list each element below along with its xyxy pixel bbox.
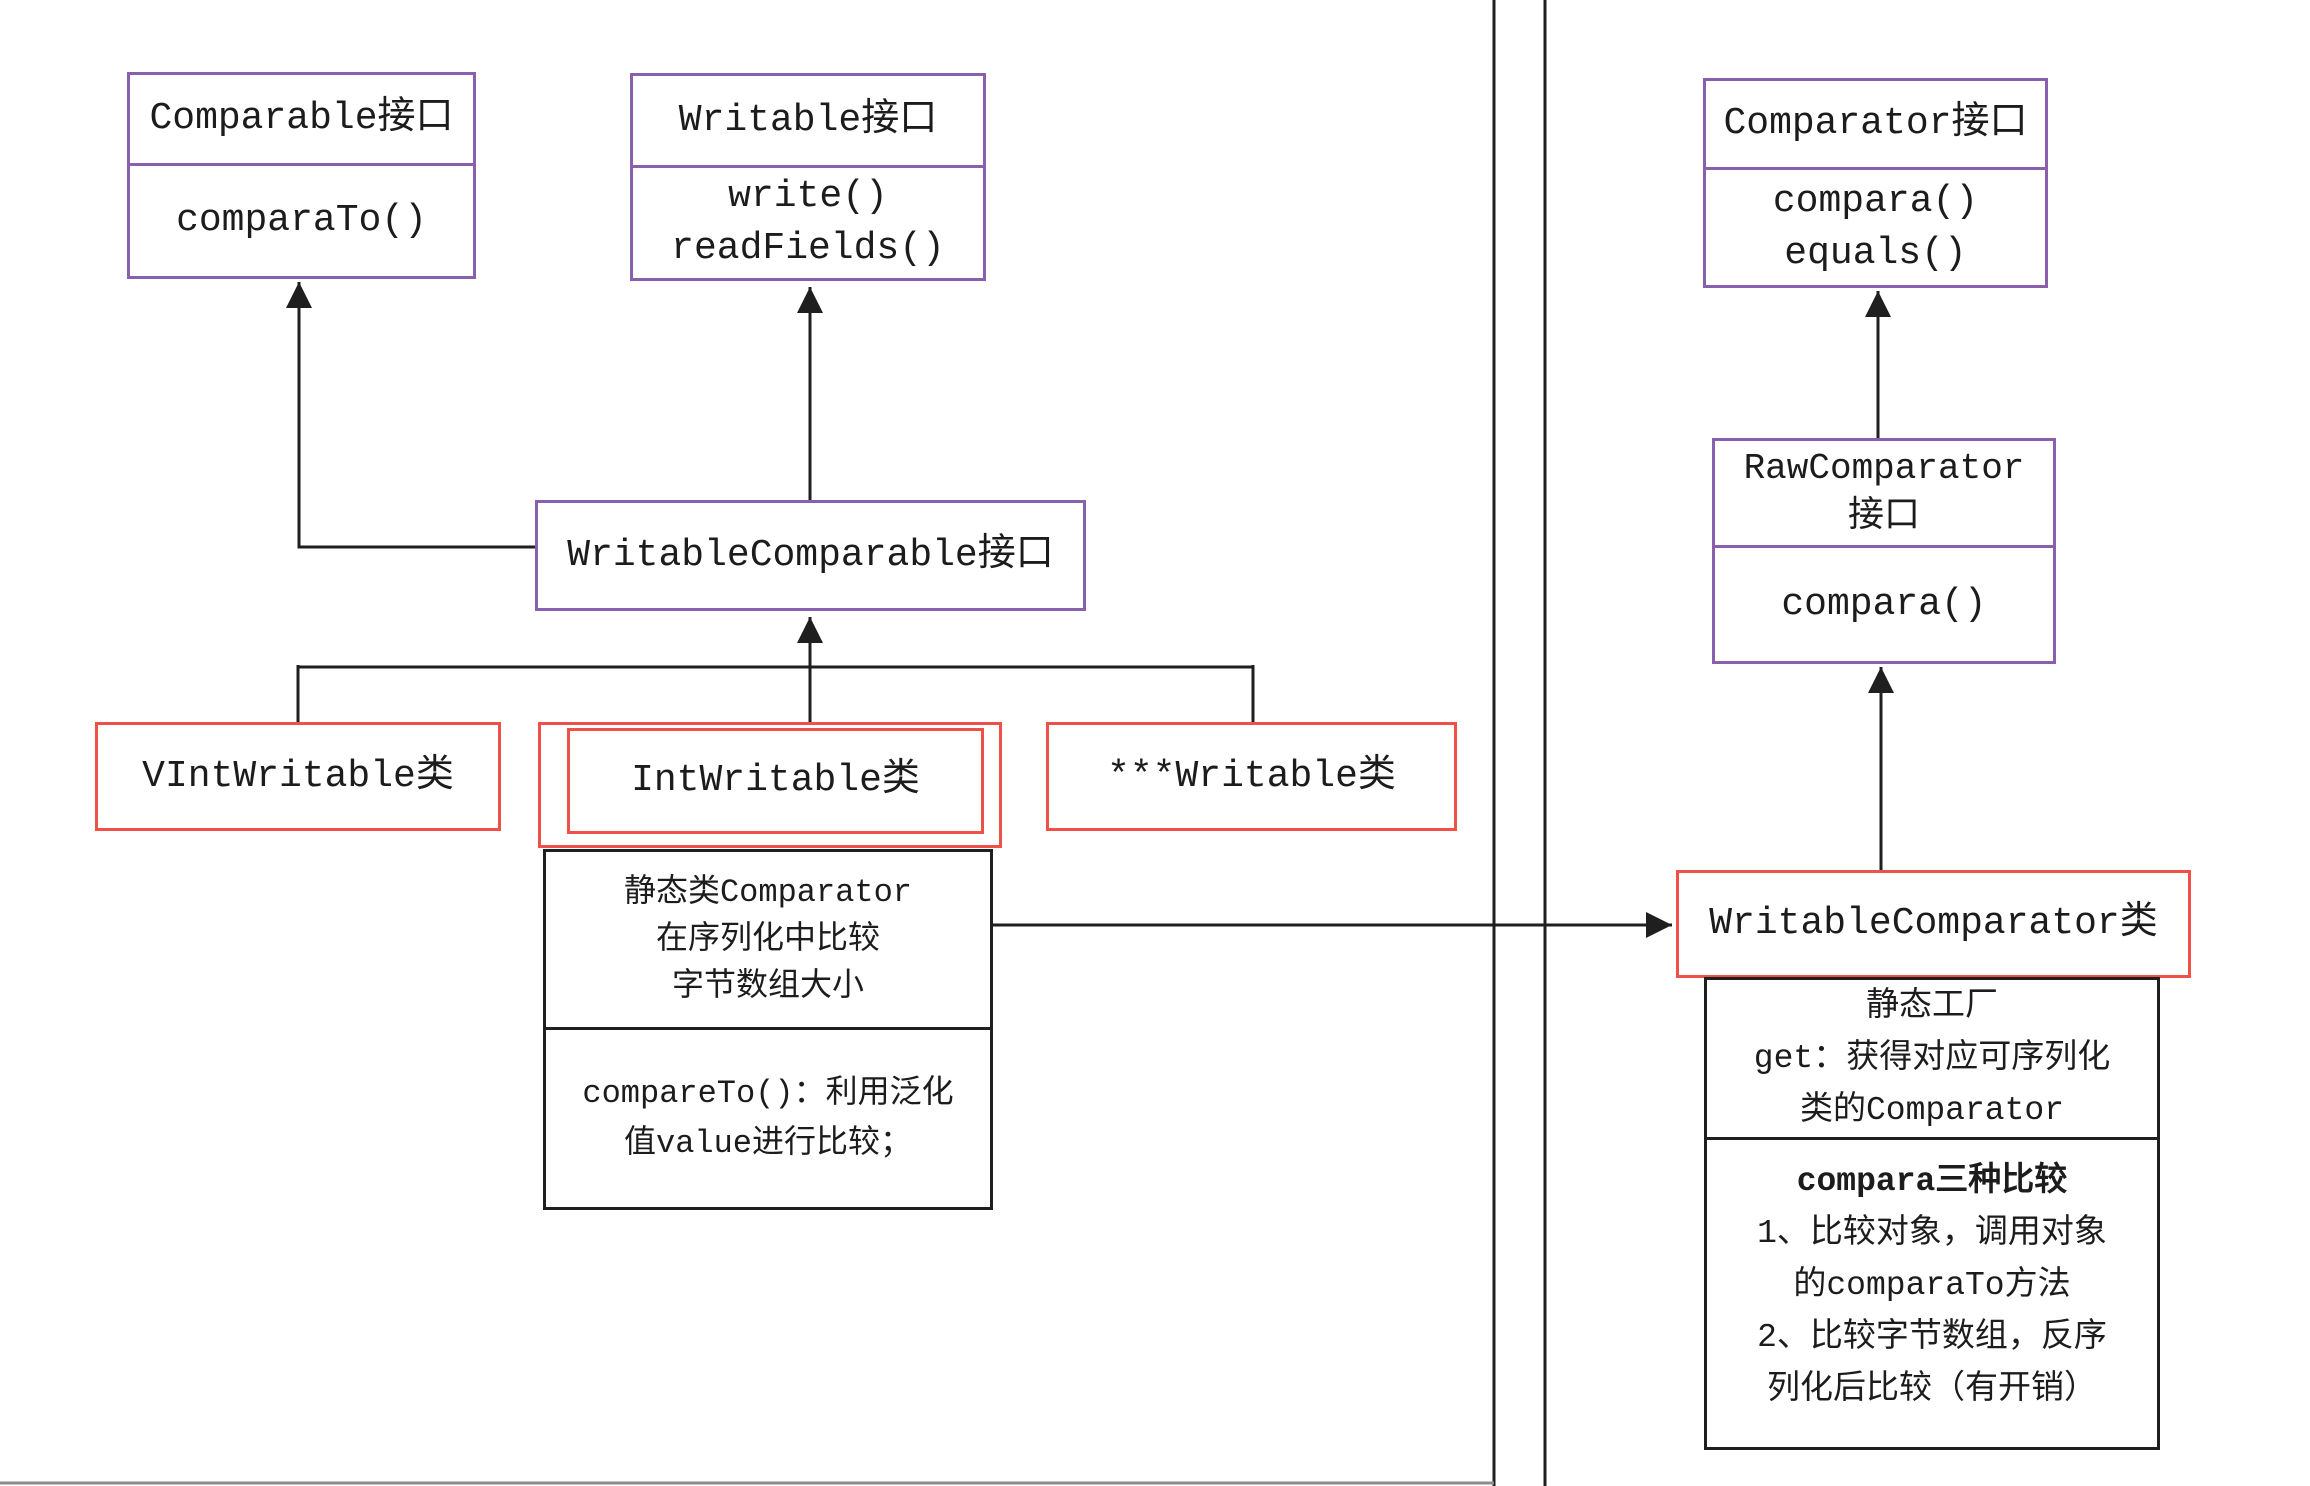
box-writablecomparator-title: WritableComparator类	[1679, 873, 2188, 975]
box-rawcomparator-interface: RawComparator 接口 compara()	[1712, 438, 2056, 664]
comparator-note-summary-line3: 字节数组大小	[671, 968, 864, 1005]
box-writable-title: Writable接口	[633, 76, 983, 168]
writable-method-readfields: readFields()	[671, 227, 945, 270]
comparable-method-text: comparaTo()	[176, 199, 427, 242]
box-intwritable-comparator-note: 静态类Comparator 在序列化中比较 字节数组大小 compareTo()…	[543, 849, 993, 1210]
writablecomparator-note-factory: 静态工厂 get：获得对应可序列化 类的Comparator	[1707, 980, 2157, 1140]
compare-line2: 的comparaTo方法	[1793, 1267, 2071, 1304]
box-writable-interface: Writable接口 write() readFields()	[630, 73, 986, 281]
comparator-method-compara: compara()	[1772, 179, 1979, 223]
compare-heading: compara三种比较	[1796, 1163, 2068, 1200]
comparator-note-detail-line2: 值value进行比较；	[623, 1124, 913, 1162]
box-comparator-interface: Comparator接口 compara() equals()	[1703, 78, 2048, 288]
writable-method-write: write()	[728, 175, 888, 218]
compare-line4: 列化后比较（有开销）	[1767, 1371, 2097, 1408]
box-comparable-interface: Comparable接口 comparaTo()	[127, 72, 476, 279]
comparator-note-summary: 静态类Comparator 在序列化中比较 字节数组大小	[546, 852, 990, 1030]
vintwritable-title-text: VIntWritable类	[142, 754, 454, 798]
writablecomparable-title-text: WritableComparable接口	[567, 533, 1054, 577]
rawcomparator-method-text: compara()	[1781, 582, 1987, 626]
box-vintwritable-class: VIntWritable类	[95, 722, 501, 831]
comparator-note-detail-line1: compareTo()：利用泛化	[582, 1074, 954, 1112]
box-rawcomparator-title: RawComparator 接口	[1715, 441, 2053, 548]
box-comparable-title: Comparable接口	[130, 75, 473, 166]
comparator-note-summary-line1: 静态类Comparator	[623, 874, 913, 911]
writable-title-text: Writable接口	[678, 98, 938, 142]
intwritable-title-text: IntWritable类	[631, 759, 920, 802]
writablecomparator-title-text: WritableComparator类	[1709, 902, 2158, 945]
box-writablecomparator-note: 静态工厂 get：获得对应可序列化 类的Comparator compara三种…	[1704, 977, 2160, 1450]
box-writable-methods: write() readFields()	[633, 168, 983, 278]
arrow-writablecomparable-to-comparable	[286, 282, 535, 549]
starwritable-title-text: ***Writable类	[1107, 754, 1396, 798]
rawcomparator-title-line1: RawComparator	[1743, 448, 2025, 489]
box-intwritable-class: IntWritable类	[567, 728, 984, 834]
box-writablecomparator-class: WritableComparator类	[1676, 870, 2191, 978]
factory-line3: 类的Comparator	[1799, 1091, 2065, 1129]
comparator-note-summary-line2: 在序列化中比较	[655, 921, 880, 958]
box-starwritable-class: ***Writable类	[1046, 722, 1457, 831]
box-writablecomparable-interface: WritableComparable接口	[535, 500, 1086, 611]
factory-line1: 静态工厂	[1866, 987, 1998, 1025]
compare-line3: 2、比较字节数组，反序	[1757, 1319, 2107, 1356]
compare-line1: 1、比较对象，调用对象	[1757, 1215, 2107, 1252]
box-comparator-methods: compara() equals()	[1706, 170, 2045, 285]
comparable-title-text: Comparable接口	[149, 97, 454, 140]
box-rawcomparator-methods: compara()	[1715, 548, 2053, 661]
box-vintwritable-title: VIntWritable类	[98, 725, 498, 828]
box-comparator-title: Comparator接口	[1706, 81, 2045, 170]
box-comparable-methods: comparaTo()	[130, 166, 473, 276]
box-writablecomparable-title: WritableComparable接口	[538, 503, 1083, 608]
comparator-title-text: Comparator接口	[1723, 102, 2028, 145]
writablecomparator-note-compare: compara三种比较 1、比较对象，调用对象 的comparaTo方法 2、比…	[1707, 1140, 2157, 1447]
factory-line2: get：获得对应可序列化	[1753, 1039, 2111, 1077]
rawcomparator-title-line2: 接口	[1847, 496, 1920, 537]
box-starwritable-title: ***Writable类	[1049, 725, 1454, 828]
comparator-method-equals: equals()	[1784, 231, 1967, 275]
comparator-note-detail: compareTo()：利用泛化 值value进行比较；	[546, 1030, 990, 1207]
box-intwritable-title: IntWritable类	[570, 731, 981, 831]
